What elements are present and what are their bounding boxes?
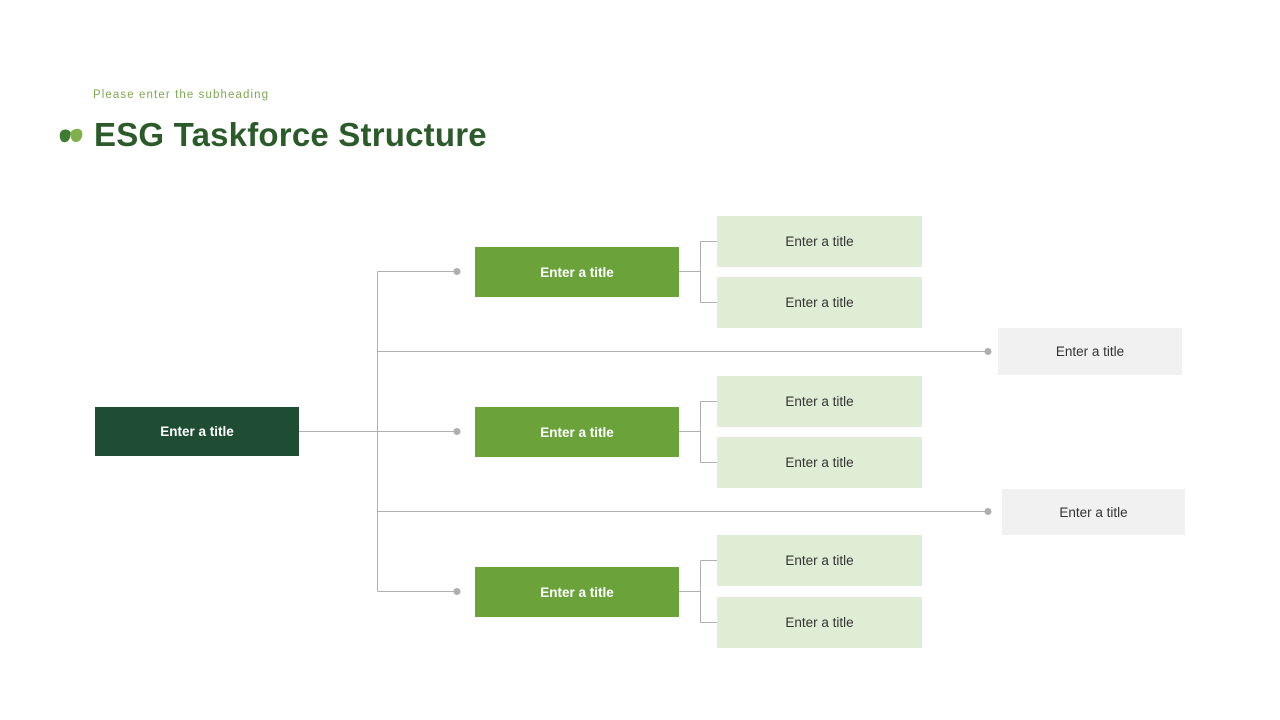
node-leaf-2-1-label: Enter a title: [785, 394, 854, 409]
node-leaf-3-1[interactable]: Enter a title: [717, 535, 922, 586]
node-side-1[interactable]: Enter a title: [998, 328, 1182, 375]
node-leaf-1-1-label: Enter a title: [785, 234, 854, 249]
node-leaf-1-2-label: Enter a title: [785, 295, 854, 310]
node-branch-1-label: Enter a title: [540, 264, 614, 280]
node-side-2[interactable]: Enter a title: [1002, 489, 1185, 535]
node-branch-3[interactable]: Enter a title: [475, 567, 679, 617]
subheading: Please enter the subheading: [93, 89, 270, 101]
node-branch-2-label: Enter a title: [540, 424, 614, 440]
node-leaf-3-1-label: Enter a title: [785, 553, 854, 568]
node-side-2-label: Enter a title: [1059, 504, 1128, 520]
node-leaf-1-1[interactable]: Enter a title: [717, 216, 922, 267]
node-leaf-3-2[interactable]: Enter a title: [717, 597, 922, 648]
node-root-label: Enter a title: [160, 424, 234, 439]
node-leaf-2-2-label: Enter a title: [785, 455, 854, 470]
page-title: ESG Taskforce Structure: [94, 116, 487, 153]
title-row: ESG Taskforce Structure: [58, 118, 487, 151]
node-branch-1[interactable]: Enter a title: [475, 247, 679, 297]
node-side-1-label: Enter a title: [1055, 344, 1125, 359]
node-root[interactable]: Enter a title: [95, 407, 299, 456]
node-branch-3-label: Enter a title: [540, 584, 614, 600]
node-leaf-2-2[interactable]: Enter a title: [717, 437, 922, 488]
node-leaf-3-2-label: Enter a title: [785, 615, 854, 630]
leaf-icon: [59, 128, 83, 142]
node-branch-2[interactable]: Enter a title: [475, 407, 679, 457]
node-leaf-1-2[interactable]: Enter a title: [717, 277, 922, 328]
node-leaf-2-1[interactable]: Enter a title: [717, 376, 922, 427]
